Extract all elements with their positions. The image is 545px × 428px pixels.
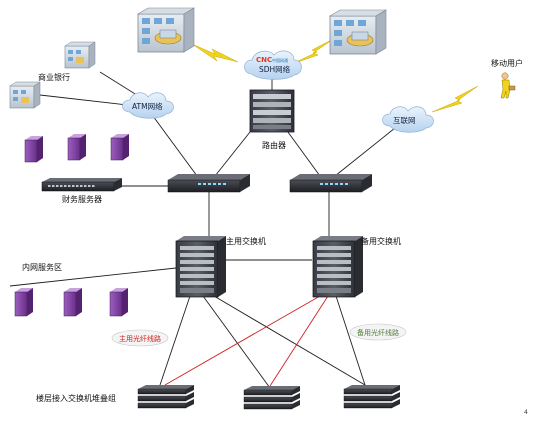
link-bank2-atm [39,94,137,107]
finance-switch [41,178,122,192]
mobile-user-label: 移动用户 [491,58,523,68]
link-router-rightswitch [284,127,321,177]
bank-branch-2 [9,81,41,109]
link-router-leftswitch [214,131,251,177]
finance-servers-label: 财务服务器 [62,194,102,204]
bank-building-right [328,9,388,55]
intranet-servers-label: 内网服务区 [22,262,62,272]
lightning-icon [191,43,239,63]
floor-switch-stack-1 [137,385,194,409]
atm-network-label: ATM网络 [132,101,163,111]
link-main-floor1 [159,295,191,386]
link-internet-rightswitch [334,127,396,177]
finance-server-2 [67,134,86,161]
bank-branch-1 [64,41,96,69]
router-icon [249,89,295,133]
internet-label: 互联网 [393,116,416,125]
floor-switch-stack-2 [243,386,300,410]
core-switch-left [167,174,250,193]
main-fiber-label: 主用光纤线路 [119,334,161,343]
page-number: 4 [524,409,528,416]
bank-building-left [136,7,196,53]
internet-cloud: 互联网 [382,106,434,133]
link-atm-switch [149,111,201,181]
sdh-network-label: SDH网络 [259,64,291,74]
main-switch-label: 主用交换机 [226,236,266,246]
links [9,71,396,389]
lightning-icon [291,37,336,65]
wireless-links [191,37,479,113]
link-main-floor3 [213,295,366,386]
atm-network-cloud: ATM网络 [122,92,174,119]
lightning-icon [431,85,479,113]
link-main-floor2 [202,295,271,389]
finance-server-3 [110,134,129,161]
backup-fiber-label: 备用光纤线路 [357,328,399,337]
backup-switch-chassis [312,236,363,298]
commercial-bank-label: 商业银行 [38,72,70,82]
main-switch-chassis [175,236,226,298]
floor-stack-label: 楼层接入交换机堆叠组 [36,393,116,403]
mobile-user-icon [500,72,516,99]
link-intranet-main [9,267,177,287]
backup-switch-label: 备用交换机 [361,236,401,246]
intranet-server-1 [14,288,33,317]
router-label: 路由器 [262,140,286,150]
link-backup-floor3 [335,295,366,386]
main-fiber-callout: 主用光纤线路 [111,329,169,347]
cnc-logo-cn: 中国网通 [272,57,288,63]
cnc-logo: CNC [256,56,272,64]
intranet-server-2 [63,288,82,317]
core-switch-right [289,174,372,193]
sdh-network-cloud: CNC 中国网通 SDH网络 [244,50,302,80]
floor-switch-stack-3 [343,385,400,409]
finance-server-1 [24,136,43,163]
link-backup-floor2 [269,295,329,387]
intranet-server-3 [109,288,128,317]
link-backup-floor1 [164,295,321,386]
backup-fiber-callout: 备用光纤线路 [349,323,407,341]
